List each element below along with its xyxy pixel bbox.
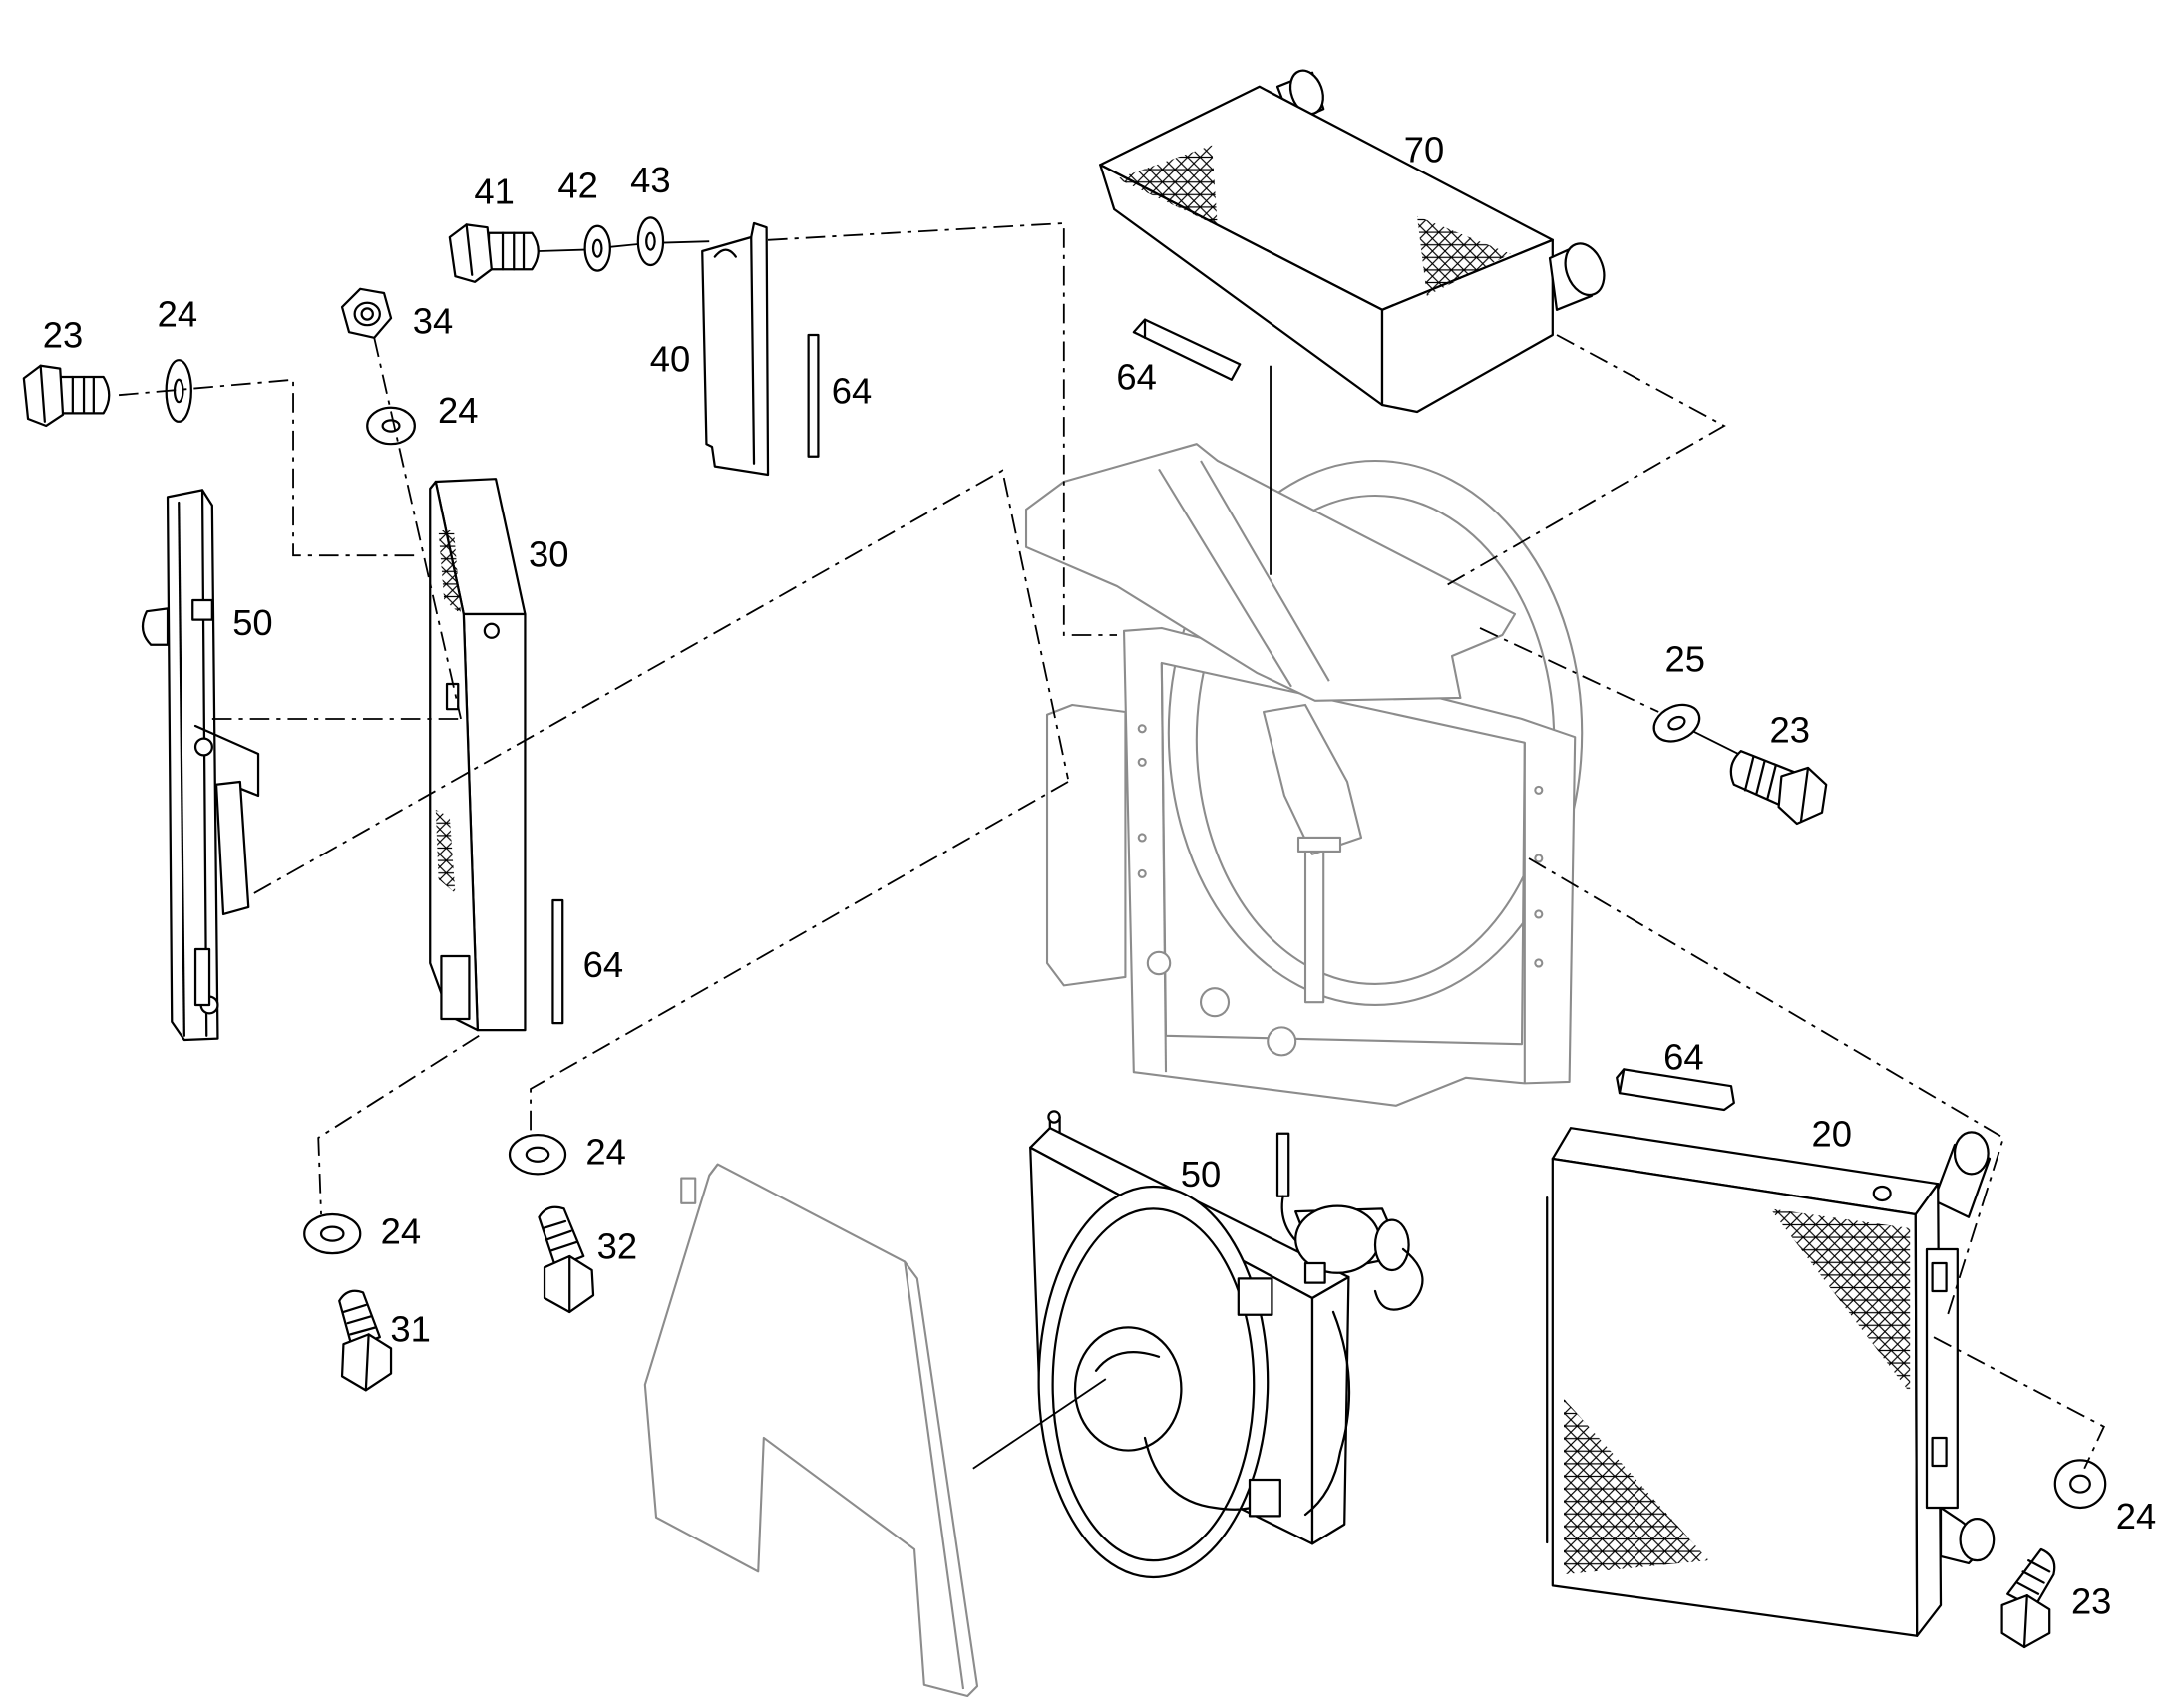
cover-panel bbox=[643, 1163, 979, 1698]
fan-shroud-frame bbox=[1024, 443, 1584, 1107]
callout-34: 34 bbox=[413, 300, 453, 341]
assembly-solid-lines bbox=[539, 240, 1739, 1470]
callout-50: 50 bbox=[232, 602, 272, 643]
callout-24: 24 bbox=[2116, 1496, 2156, 1537]
washer-43 bbox=[636, 216, 665, 267]
callout-64: 64 bbox=[1116, 356, 1156, 397]
callout-43: 43 bbox=[630, 160, 670, 200]
washer-25 bbox=[1652, 703, 1701, 743]
part-64-strip-vertical-lower bbox=[551, 898, 564, 1025]
part-64-strip-upper bbox=[1132, 318, 1242, 381]
callout-24: 24 bbox=[158, 293, 197, 334]
callout-24: 24 bbox=[438, 390, 478, 431]
callout-20: 20 bbox=[1812, 1113, 1852, 1154]
bolt-41 bbox=[448, 223, 540, 283]
callout-64: 64 bbox=[832, 370, 872, 411]
part-20-drawing bbox=[1546, 1127, 1996, 1637]
callout-40: 40 bbox=[650, 338, 690, 379]
callout-64: 64 bbox=[1663, 1036, 1703, 1077]
part-64-strip-vertical-upper bbox=[807, 333, 820, 458]
part-30-drawing bbox=[429, 478, 527, 1032]
part-70-drawing bbox=[1099, 69, 1606, 414]
callout-23: 23 bbox=[43, 314, 83, 355]
bolt-32 bbox=[538, 1205, 595, 1314]
callout-24: 24 bbox=[381, 1210, 421, 1251]
bolt-23-right-lower bbox=[2000, 1547, 2056, 1649]
callout-30: 30 bbox=[529, 533, 568, 574]
washer-24-right bbox=[2053, 1459, 2107, 1510]
callout-25: 25 bbox=[1665, 638, 1705, 679]
callout-50: 50 bbox=[1181, 1154, 1221, 1195]
bolt-23-left bbox=[22, 364, 111, 428]
part-64-strip-lower-right bbox=[1616, 1068, 1735, 1112]
callout-labels: 70 41 42 43 23 24 34 24 40 64 64 30 50 2… bbox=[43, 129, 2156, 1621]
bolt-31 bbox=[338, 1289, 393, 1392]
bracket-40 bbox=[701, 221, 770, 477]
part-50-left-drawing bbox=[141, 489, 260, 1042]
callout-32: 32 bbox=[597, 1226, 637, 1267]
callout-23: 23 bbox=[1770, 710, 1810, 751]
bolt-23-right-upper bbox=[1729, 750, 1828, 826]
callout-70: 70 bbox=[1404, 129, 1444, 170]
callout-41: 41 bbox=[474, 171, 514, 211]
callout-64: 64 bbox=[583, 944, 623, 985]
washer-24-left bbox=[165, 359, 192, 423]
callout-42: 42 bbox=[557, 166, 597, 206]
washer-42 bbox=[583, 224, 611, 272]
washer-24-lower-left bbox=[303, 1212, 362, 1255]
callout-23: 23 bbox=[2071, 1580, 2111, 1621]
callout-24: 24 bbox=[585, 1131, 625, 1172]
nut-34 bbox=[340, 287, 393, 339]
assembly-dash-lines bbox=[118, 222, 2105, 1470]
washer-24-lower-mid bbox=[508, 1134, 567, 1176]
callout-31: 31 bbox=[390, 1308, 430, 1349]
part-50-lower-drawing bbox=[1029, 1110, 1424, 1579]
